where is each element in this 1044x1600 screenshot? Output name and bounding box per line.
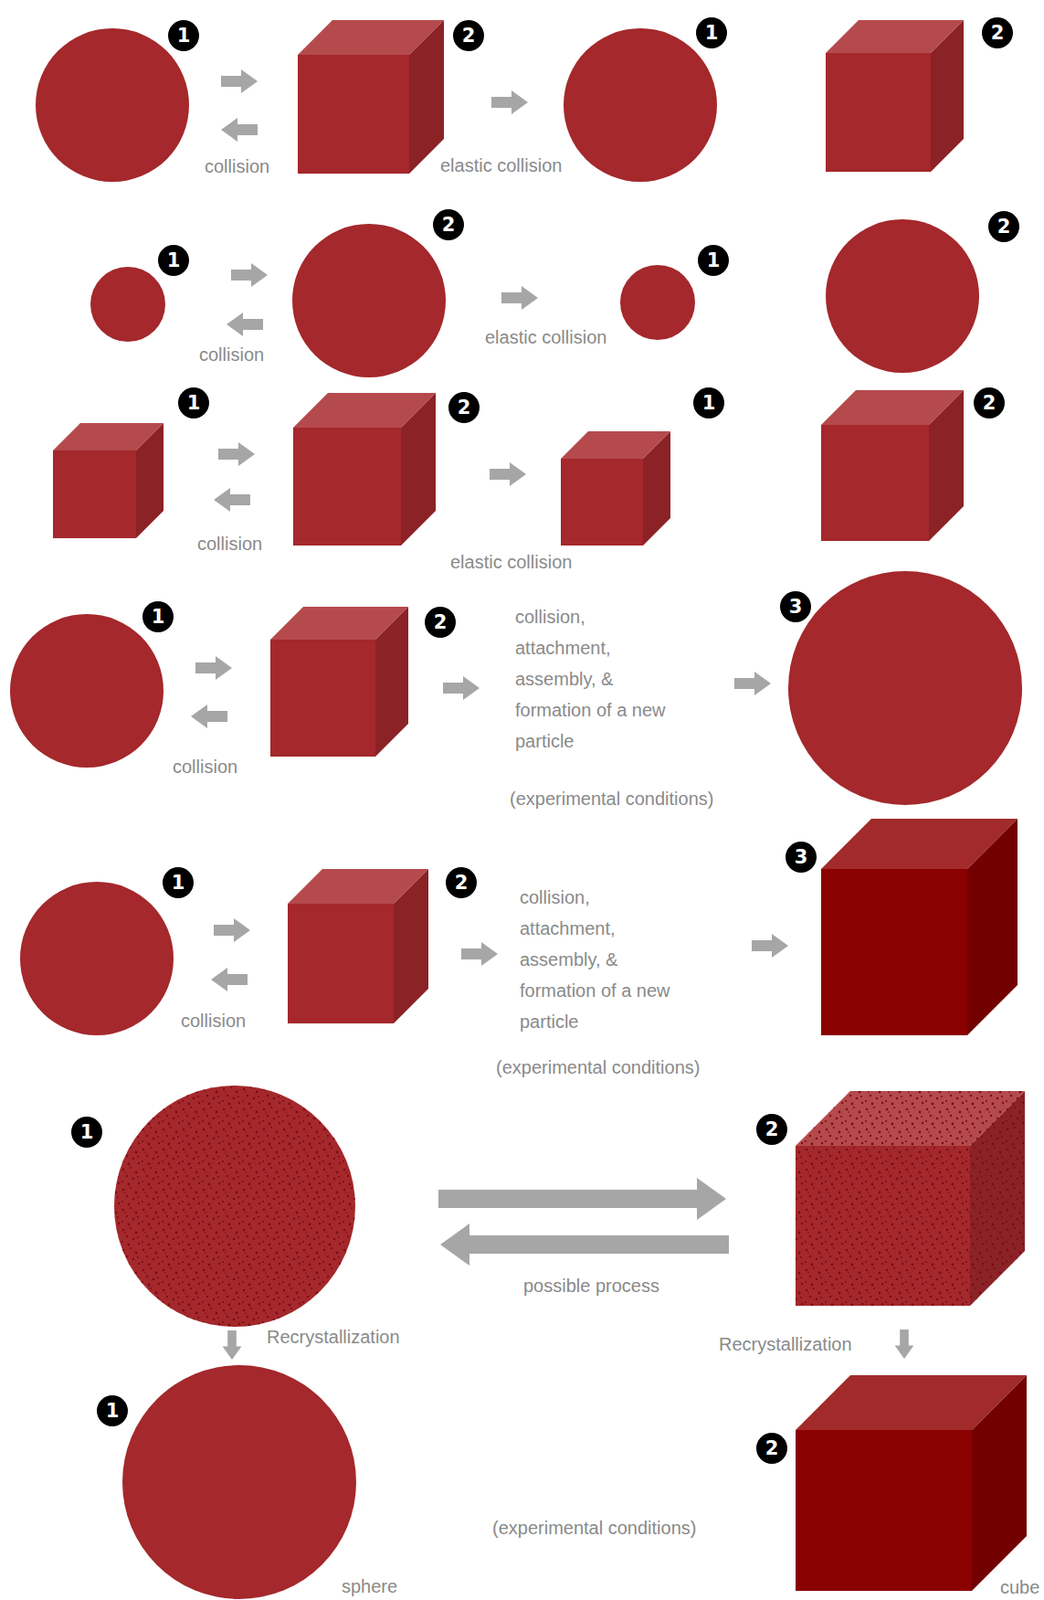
cube-particle xyxy=(795,1374,1027,1591)
callout-number: 1 xyxy=(71,1116,103,1148)
cube-particle xyxy=(287,868,429,1023)
cube-particle xyxy=(297,20,444,174)
annotation-text: (experimental conditions) xyxy=(492,1516,696,1539)
sphere-particle xyxy=(122,1364,357,1599)
arrow xyxy=(222,1329,243,1360)
annotation-text: collision xyxy=(180,1009,246,1032)
callout-number: 3 xyxy=(780,590,812,623)
cube-particle xyxy=(821,390,964,541)
cube-particle xyxy=(52,422,164,538)
callout-number: 1 xyxy=(697,244,729,276)
arrow xyxy=(438,1177,727,1220)
annotation-text: sphere xyxy=(341,1574,398,1597)
annotation-text: elastic collision xyxy=(450,550,572,573)
arrow xyxy=(226,312,264,337)
callout-number: 2 xyxy=(981,17,1013,49)
callout-number: 2 xyxy=(448,391,480,423)
cube-particle xyxy=(270,606,409,757)
sphere-particle xyxy=(620,264,696,340)
sphere-particle xyxy=(35,28,190,182)
sphere-particle xyxy=(10,613,164,768)
arrow xyxy=(461,941,498,966)
callout-number: 1 xyxy=(96,1394,128,1426)
sphere-particle xyxy=(788,570,1023,805)
arrow xyxy=(210,967,248,992)
annotation-text: collision xyxy=(204,155,270,178)
arrow xyxy=(218,442,255,466)
process-note: collision, attachment, assembly, & forma… xyxy=(515,601,680,757)
annotation-text: (experimental conditions) xyxy=(509,787,714,810)
sphere-particle xyxy=(563,28,718,182)
arrow xyxy=(895,1328,915,1359)
arrow xyxy=(231,263,268,287)
annotation-text: Recrystallization xyxy=(266,1325,401,1348)
annotation-text: collision xyxy=(199,343,264,366)
callout-number: 2 xyxy=(453,20,485,52)
callout-number: 2 xyxy=(432,209,464,241)
arrow xyxy=(489,462,527,486)
annotation-text: elastic collision xyxy=(485,326,607,348)
cube-particle xyxy=(560,431,671,546)
arrow xyxy=(213,487,251,512)
process-note: collision, attachment, assembly, & forma… xyxy=(519,881,685,1037)
callout-number: 1 xyxy=(178,387,210,419)
callout-number: 2 xyxy=(988,210,1020,243)
callout-number: 2 xyxy=(973,387,1005,419)
annotation-text: collision xyxy=(197,532,263,555)
sphere-particle xyxy=(90,266,166,342)
annotation-text: collision xyxy=(172,755,238,778)
sphere-particle xyxy=(20,881,174,1035)
sphere-particle xyxy=(292,223,446,378)
arrow xyxy=(195,655,232,680)
sphere-particle xyxy=(825,219,980,373)
annotation-text: (experimental conditions) xyxy=(495,1055,700,1078)
callout-number: 3 xyxy=(785,841,817,873)
arrow xyxy=(442,675,480,700)
callout-number: 1 xyxy=(693,387,725,419)
speckled-sphere xyxy=(114,1085,356,1327)
callout-number: 1 xyxy=(158,244,190,276)
annotation-text: possible process xyxy=(523,1274,660,1297)
cube-particle xyxy=(825,20,964,172)
callout-number: 2 xyxy=(756,1432,788,1464)
arrow xyxy=(734,671,771,696)
arrow xyxy=(190,704,228,728)
callout-number: 1 xyxy=(142,601,174,633)
cube-particle xyxy=(821,818,1018,1035)
arrow xyxy=(440,1223,729,1266)
callout-number: 1 xyxy=(168,20,200,52)
callout-number: 1 xyxy=(162,866,194,898)
annotation-text: elastic collision xyxy=(440,154,562,177)
arrow xyxy=(221,117,258,142)
arrow xyxy=(213,917,251,942)
speckled-cube xyxy=(795,1090,1025,1306)
callout-number: 2 xyxy=(756,1113,788,1145)
arrow xyxy=(491,90,528,115)
arrow xyxy=(501,285,538,310)
arrow xyxy=(751,933,789,958)
callout-number: 1 xyxy=(696,17,728,49)
callout-number: 2 xyxy=(424,606,456,638)
annotation-text: cube xyxy=(1000,1575,1040,1598)
cube-particle xyxy=(293,392,436,546)
callout-number: 2 xyxy=(445,866,477,898)
arrow xyxy=(221,69,258,94)
annotation-text: Recrystallization xyxy=(718,1332,853,1355)
